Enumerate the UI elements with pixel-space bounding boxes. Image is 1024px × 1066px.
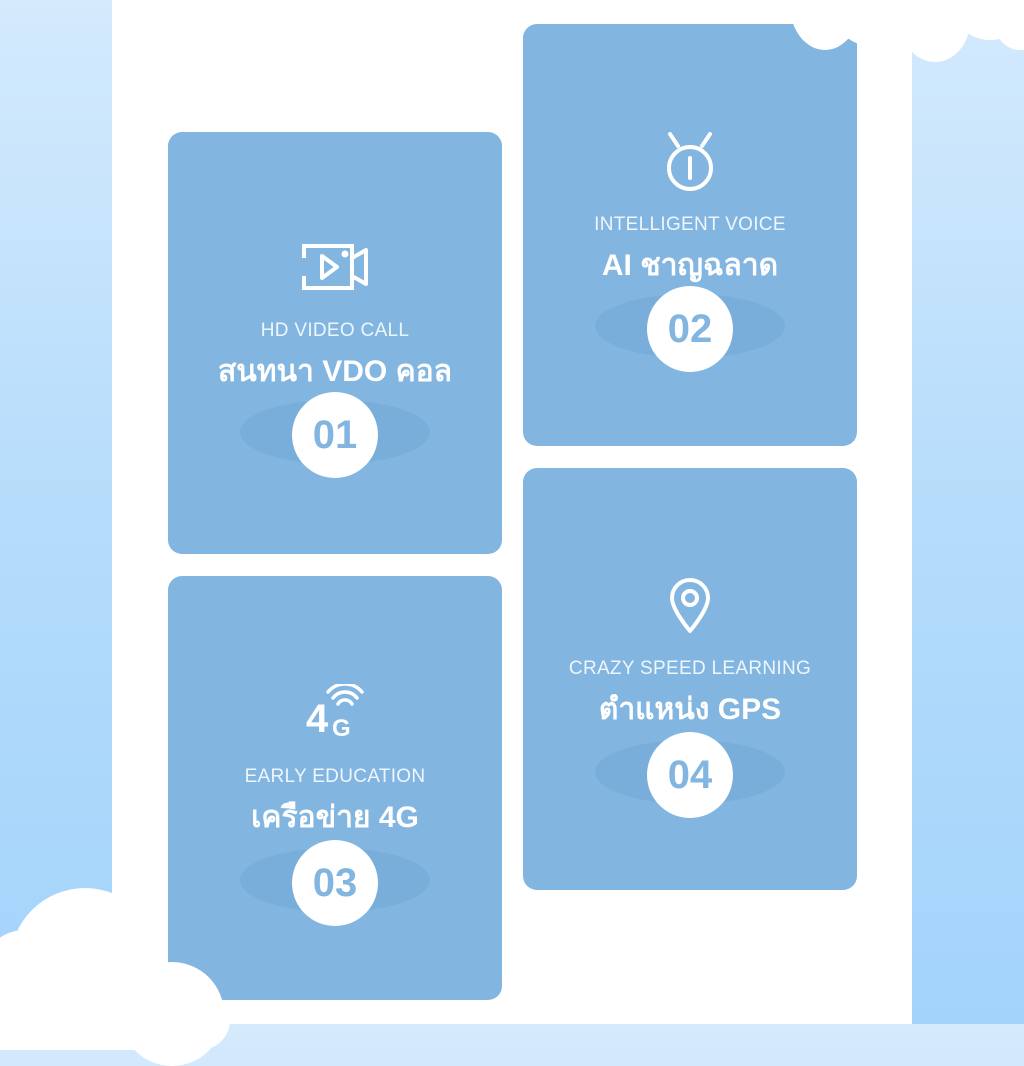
feature-title-th: AI ชาญฉลาด	[601, 249, 779, 282]
feature-number-badge: 01	[292, 392, 378, 478]
feature-title-en: EARLY EDUCATION	[244, 766, 426, 787]
video-camera-icon	[302, 244, 368, 290]
feature-title-th: สนทนา VDO คอล	[217, 355, 453, 388]
location-pin-icon	[670, 578, 710, 633]
feature-card-video-call: HD VIDEO CALL สนทนา VDO คอล 01	[168, 132, 502, 554]
feature-number-badge: 04	[647, 732, 733, 818]
feature-title-th: เครือข่าย 4G	[251, 801, 419, 834]
feature-title-th: ตำแหน่ง GPS	[598, 693, 782, 726]
svg-text:4: 4	[306, 697, 329, 740]
feature-card-gps: CRAZY SPEED LEARNING ตำแหน่ง GPS 04	[523, 468, 857, 890]
feature-number-badge: 03	[292, 840, 378, 926]
feature-number-badge: 02	[647, 286, 733, 372]
robot-head-icon	[667, 132, 713, 191]
feature-title-en: INTELLIGENT VOICE	[594, 214, 786, 235]
feature-card-intelligent-voice: INTELLIGENT VOICE AI ชาญฉลาด 02	[523, 24, 857, 446]
feature-title-en: HD VIDEO CALL	[260, 320, 410, 341]
4g-signal-icon: 4 G	[306, 684, 364, 740]
feature-card-4g-network: 4 G EARLY EDUCATION เครือข่าย 4G 03	[168, 576, 502, 1000]
feature-title-en: CRAZY SPEED LEARNING	[568, 658, 812, 679]
svg-text:G: G	[332, 715, 351, 740]
